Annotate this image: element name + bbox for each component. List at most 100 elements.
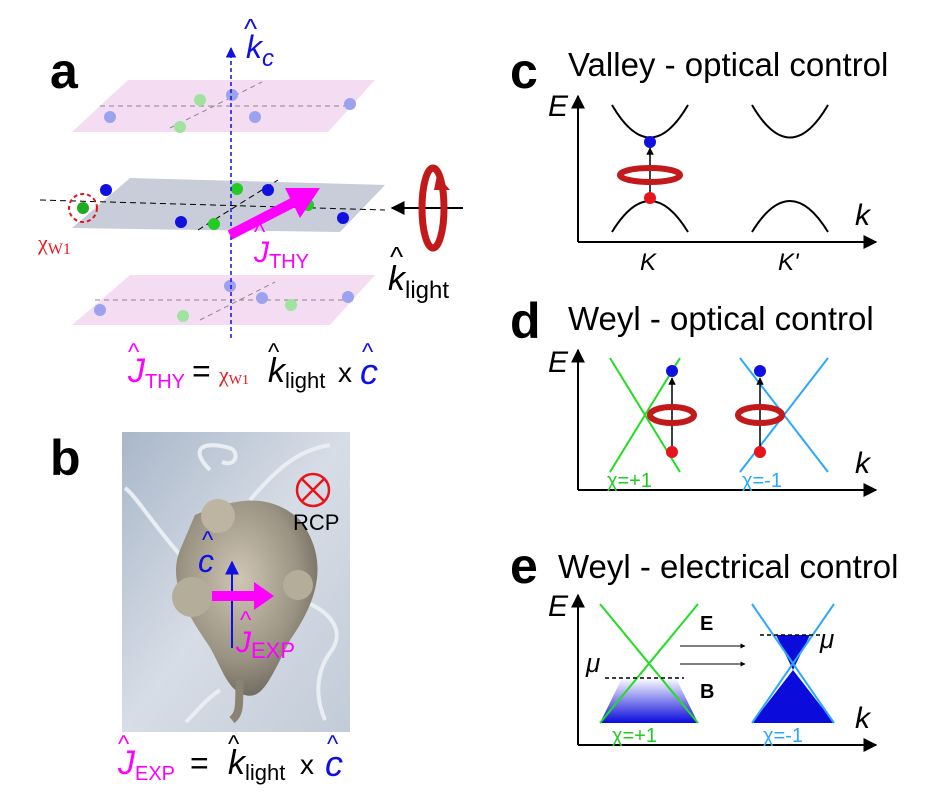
panel-c-letter: c [510, 43, 538, 99]
panel-b-letter: b [50, 430, 81, 486]
panel-d-title: Weyl - optical control [568, 300, 874, 337]
valley-k-label: K [640, 249, 657, 276]
eq-a-chi: χW1 [218, 362, 249, 388]
filled-states-right-lower [752, 670, 834, 723]
wire [197, 443, 238, 472]
eq-b-c: c [325, 743, 343, 784]
panel-e-letter: e [510, 538, 538, 594]
eq-a-times: x [338, 357, 352, 388]
mu-right-label: μ [819, 624, 834, 654]
k-light-label: klight [388, 260, 449, 304]
panel-d: d Weyl - optical control E k χ=+1 χ=-1 [510, 293, 878, 497]
panel-c: c Valley - optical control E k K K' [510, 43, 888, 276]
weyl-point [342, 291, 354, 303]
weyl-point [226, 89, 238, 101]
equation-a: JTHY ^ = χW1 klight ^ x c ^ [127, 339, 378, 393]
chi-plus-label: χ=+1 [607, 470, 652, 492]
eq-a-j-hat: ^ [128, 339, 140, 366]
weyl-point [104, 111, 116, 123]
top-plane-axis-2 [169, 81, 263, 129]
k-light-hat: ^ [390, 241, 403, 272]
polarization-arrowhead-icon [434, 175, 450, 190]
chi-w1-label: χW1 [37, 230, 71, 258]
circular-polarization-icon [418, 164, 448, 252]
j-exp-label: JEXP [235, 626, 295, 663]
electron [666, 365, 678, 377]
e-x-label: k [855, 702, 872, 735]
eq-a-k-hat: ^ [268, 339, 280, 366]
c-axis-hat: ^ [202, 527, 214, 554]
eq-a-k: klight [268, 352, 325, 393]
panel-e: e Weyl - electrical control E k μ μ E B … [510, 538, 899, 752]
weyl-point [208, 218, 220, 230]
weyl-point [249, 111, 261, 123]
wire [299, 598, 339, 721]
chi-plus-label: χ=+1 [612, 725, 657, 747]
j-exp-arrowhead [254, 582, 274, 610]
eq-b-k-hat: ^ [228, 731, 240, 758]
circular-polarization-icon [617, 165, 683, 185]
j-thy-arrowhead [285, 188, 320, 218]
j-exp-hat: ^ [240, 607, 252, 634]
kc-label: kc [246, 29, 274, 72]
d-x-label: k [855, 447, 872, 480]
c-y-label: E [548, 90, 569, 123]
middle-plane-axis [39, 199, 386, 211]
filled-states-left [600, 678, 698, 723]
contact-pad [172, 577, 212, 617]
w1-highlight-ring [68, 193, 98, 223]
weyl-point [337, 212, 349, 224]
valence-band-kprime [751, 200, 829, 233]
weyl-point [344, 98, 356, 110]
weyl-point [177, 310, 189, 322]
j-thy-label: JTHY [253, 236, 309, 273]
weyl-cone-left [599, 603, 699, 724]
contact-pad [201, 499, 235, 533]
weyl-point [262, 184, 274, 196]
rcp-cross-icon [301, 478, 325, 502]
d-y-label: E [548, 346, 569, 379]
eq-a-c: c [360, 351, 378, 392]
eq-b-j-hat: ^ [118, 731, 130, 758]
panel-a: a kc [37, 13, 463, 393]
c-x-label: k [855, 199, 872, 232]
weyl-point [100, 184, 112, 196]
j-thy-hat: ^ [254, 219, 266, 246]
valence-band-k [611, 200, 689, 233]
weyl-point [175, 216, 187, 228]
filled-states-right-upper [776, 635, 810, 670]
rcp-into-page-icon [295, 472, 331, 508]
eq-b-equals: = [190, 745, 209, 781]
wire [184, 688, 222, 724]
weyl-cone-right [751, 603, 835, 724]
eq-b-c-hat: ^ [327, 731, 339, 758]
weyl-point [224, 280, 236, 292]
eq-a-j: JTHY [127, 352, 185, 393]
weyl-point [194, 94, 206, 106]
weyl-point [285, 299, 297, 311]
valley-kprime-label: K' [778, 249, 800, 276]
conduction-band-k [611, 104, 689, 139]
e-y-label: E [548, 590, 569, 623]
field-e-label: E [700, 613, 713, 635]
rcp-label: RCP [293, 510, 339, 535]
eq-b-k: klight [228, 744, 285, 785]
equation-b: JEXP ^ = klight ^ x c ^ [117, 731, 343, 785]
conduction-band-kprime [751, 104, 829, 139]
top-plane [72, 80, 375, 132]
eq-b-j: JEXP [117, 744, 175, 785]
electron [644, 136, 656, 148]
j-thy-arrow [227, 195, 301, 240]
circular-polarization-icon [647, 404, 697, 426]
chi-minus-label: χ=-1 [763, 725, 803, 747]
eq-b-times: x [300, 749, 314, 780]
hole [644, 192, 656, 204]
contact-pad [283, 570, 313, 600]
field-b-label: B [700, 681, 714, 703]
hole [666, 446, 678, 458]
sample-tail [229, 679, 244, 724]
weyl-point [174, 121, 186, 133]
electron [754, 365, 766, 377]
c-axis-label: c [198, 543, 214, 579]
